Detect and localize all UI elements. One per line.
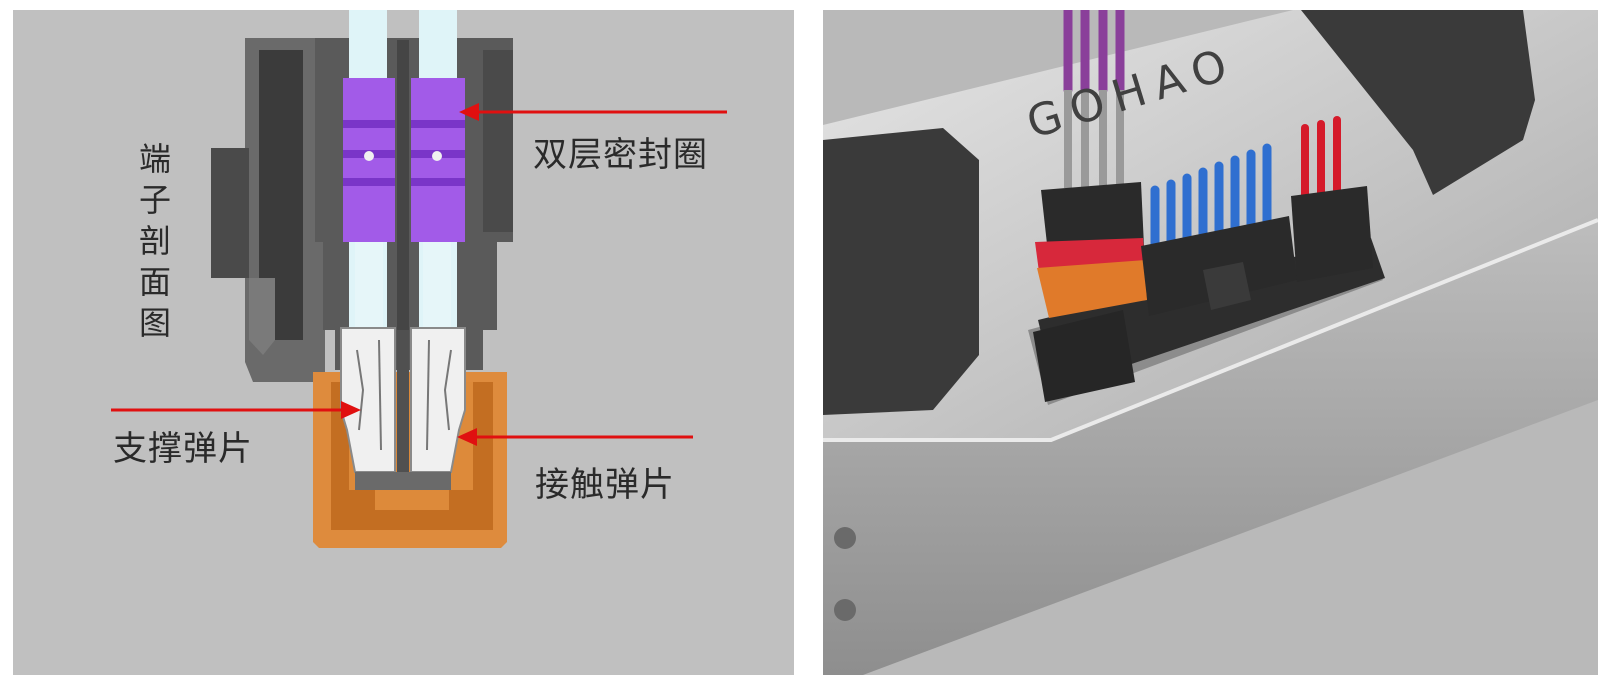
cross-section-drawing (111, 10, 727, 548)
support-spring-label: 支撑弹片 (113, 429, 253, 469)
housing-right-flange (483, 50, 513, 232)
double-seal-label: 双层密封圈 (533, 135, 708, 175)
arrow-support-spring (111, 401, 361, 419)
terminal-center-post (397, 330, 409, 472)
contact-spring-label: 接触弹片 (535, 465, 675, 505)
module-front-side (823, 220, 1598, 675)
wire-divider (397, 40, 409, 370)
connector-module-render (823, 10, 1598, 675)
purple-connector-orange-base (1037, 260, 1147, 318)
purple-wire-crimps (1064, 90, 1124, 188)
module-edge-highlight (823, 218, 1598, 442)
housing-left-flange (211, 148, 249, 278)
blue-connector-latch (1203, 262, 1251, 310)
header-socket (1033, 310, 1135, 402)
purple-wires (1063, 10, 1125, 95)
arrow-contact-spring (457, 428, 693, 446)
cross-section-title: 端子剖面图 (134, 142, 172, 347)
black-pad-right (1301, 10, 1535, 195)
terminal-cross-section-panel: 端子剖面图 双层密封圈 支撑弹片 接触弹片 (13, 10, 794, 675)
red-connector-housing (1291, 186, 1373, 282)
seal-holes (364, 151, 442, 161)
wire-core-right (423, 242, 451, 332)
side-screws (834, 527, 856, 621)
arrow-double-seal (459, 103, 727, 121)
terminal-bottom-bridge (355, 472, 451, 490)
black-pad-left (823, 128, 979, 415)
housing-left-inner (259, 50, 303, 340)
product-render-panel (823, 10, 1598, 675)
red-wires (1301, 116, 1341, 204)
blue-connector-housing (1141, 216, 1297, 316)
terminal-spring-details (356, 339, 452, 451)
wire-core-left (355, 242, 383, 332)
housing-left-tip (249, 278, 275, 355)
